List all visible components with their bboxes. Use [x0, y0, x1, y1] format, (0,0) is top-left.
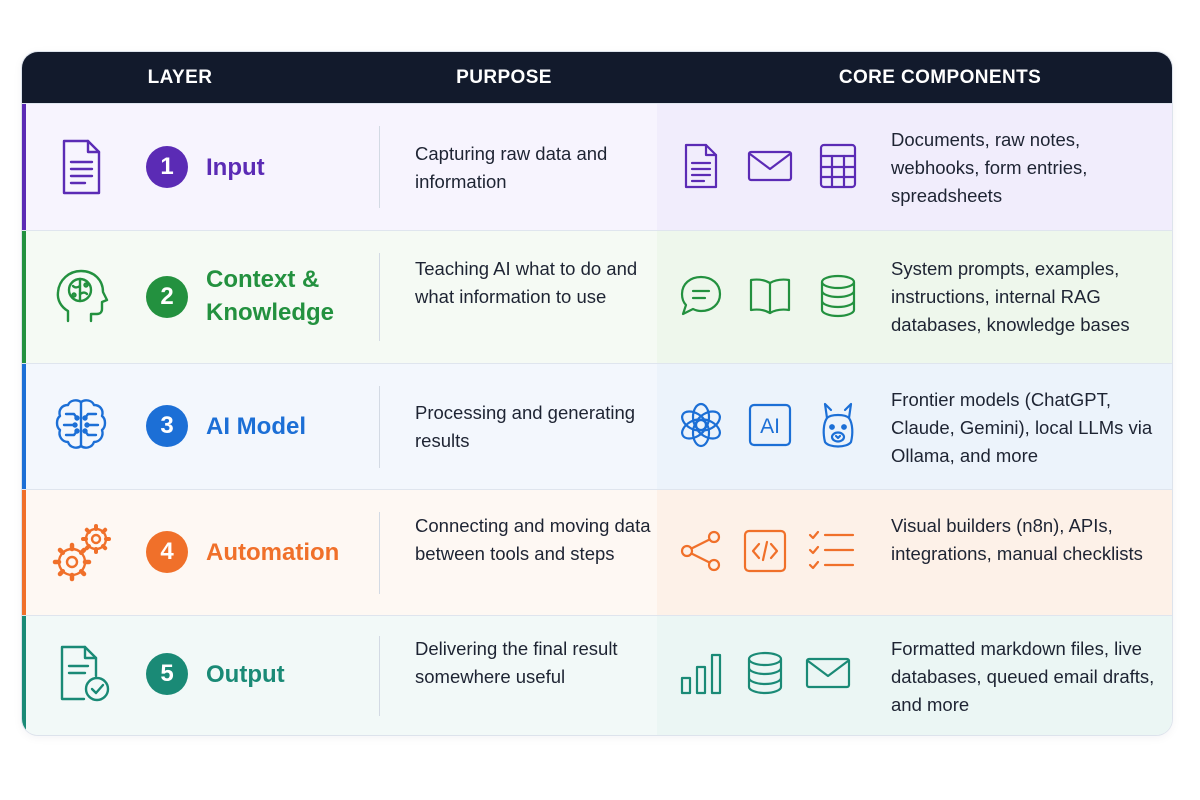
layer-name-line: Context & — [206, 266, 320, 293]
envelope-icon — [747, 143, 793, 189]
components-cell — [657, 231, 1172, 363]
layer-purpose: Capturing raw data and information — [415, 143, 608, 192]
code-icon — [742, 528, 788, 574]
row-automation: 4 Automation Connecting and moving data … — [22, 489, 1172, 615]
header-core-components: CORE COMPONENTS — [838, 67, 1042, 88]
ai-box-label: AI — [760, 415, 780, 438]
components-cell — [657, 364, 1172, 489]
column-divider — [379, 253, 380, 341]
document-icon — [678, 143, 724, 189]
brain-circuit-icon — [52, 396, 110, 454]
layer-name: Output — [206, 658, 285, 691]
layer-purpose: Connecting and moving data between tools… — [415, 515, 651, 564]
layer-purpose: Processing and generating results — [415, 402, 636, 451]
row-accent-bar — [22, 231, 26, 363]
core-components: Visual builders (n8n), APIs, integration… — [891, 515, 1143, 564]
row-input: 1 Input Capturing raw data and informati… — [22, 103, 1172, 230]
layer-name-line: AI Model — [206, 413, 306, 440]
components-cell — [657, 104, 1172, 230]
row-ai-model: 3 AI Model Processing and generating res… — [22, 363, 1172, 489]
layers-table: LAYER PURPOSE CORE COMPONENTS 1 Input Ca… — [22, 52, 1172, 735]
document-icon — [52, 138, 110, 196]
column-divider — [379, 126, 380, 208]
chat-bubble-icon — [678, 273, 724, 319]
bar-chart-icon — [678, 650, 724, 696]
layer-number-badge: 4 — [146, 531, 188, 573]
layer-name-line: Input — [206, 154, 265, 181]
layer-name: Automation — [206, 536, 339, 569]
database-icon — [742, 650, 788, 696]
spreadsheet-icon — [815, 143, 861, 189]
column-divider — [379, 636, 380, 716]
gears-icon — [52, 520, 116, 584]
layer-purpose: Delivering the final result somewhere us… — [415, 638, 618, 687]
column-divider — [379, 512, 380, 594]
openai-knot-icon — [678, 402, 724, 448]
layer-name: Context & Knowledge — [206, 263, 334, 329]
layer-number-badge: 1 — [146, 146, 188, 188]
components-cell — [657, 616, 1172, 735]
ai-box-icon: AI — [747, 402, 793, 448]
row-accent-bar — [22, 364, 26, 489]
layer-number-badge: 5 — [146, 653, 188, 695]
layer-name: AI Model — [206, 410, 306, 443]
core-components: Formatted markdown files, live databases… — [891, 638, 1155, 715]
layer-number-badge: 3 — [146, 405, 188, 447]
table-header: LAYER PURPOSE CORE COMPONENTS — [22, 52, 1172, 103]
database-icon — [815, 273, 861, 319]
layer-name-line: Knowledge — [206, 299, 335, 326]
row-accent-bar — [22, 616, 26, 735]
head-brain-icon — [52, 267, 110, 325]
envelope-icon — [805, 650, 851, 696]
llama-icon — [815, 400, 861, 448]
layer-purpose: Teaching AI what to do and what informat… — [415, 258, 638, 307]
share-nodes-icon — [678, 528, 724, 574]
header-purpose: PURPOSE — [456, 67, 552, 88]
row-output: 5 Output Delivering the final result som… — [22, 615, 1172, 735]
layer-name-line: Automation — [206, 539, 340, 566]
components-cell — [657, 490, 1172, 615]
header-layer: LAYER — [147, 67, 213, 88]
row-accent-bar — [22, 490, 26, 615]
row-accent-bar — [22, 104, 26, 230]
open-book-icon — [747, 273, 793, 319]
core-components: Documents, raw notes, webhooks, form ent… — [891, 129, 1088, 206]
checklist-icon — [807, 528, 857, 574]
core-components: System prompts, examples, instructions, … — [891, 258, 1130, 335]
layer-number-badge: 2 — [146, 276, 188, 318]
layer-name-line: Output — [206, 661, 285, 688]
layer-name: Input — [206, 151, 265, 184]
document-check-icon — [52, 644, 112, 704]
row-context-knowledge: 2 Context & Knowledge Teaching AI what t… — [22, 230, 1172, 363]
column-divider — [379, 386, 380, 468]
core-components: Frontier models (ChatGPT, Claude, Gemini… — [891, 389, 1153, 466]
